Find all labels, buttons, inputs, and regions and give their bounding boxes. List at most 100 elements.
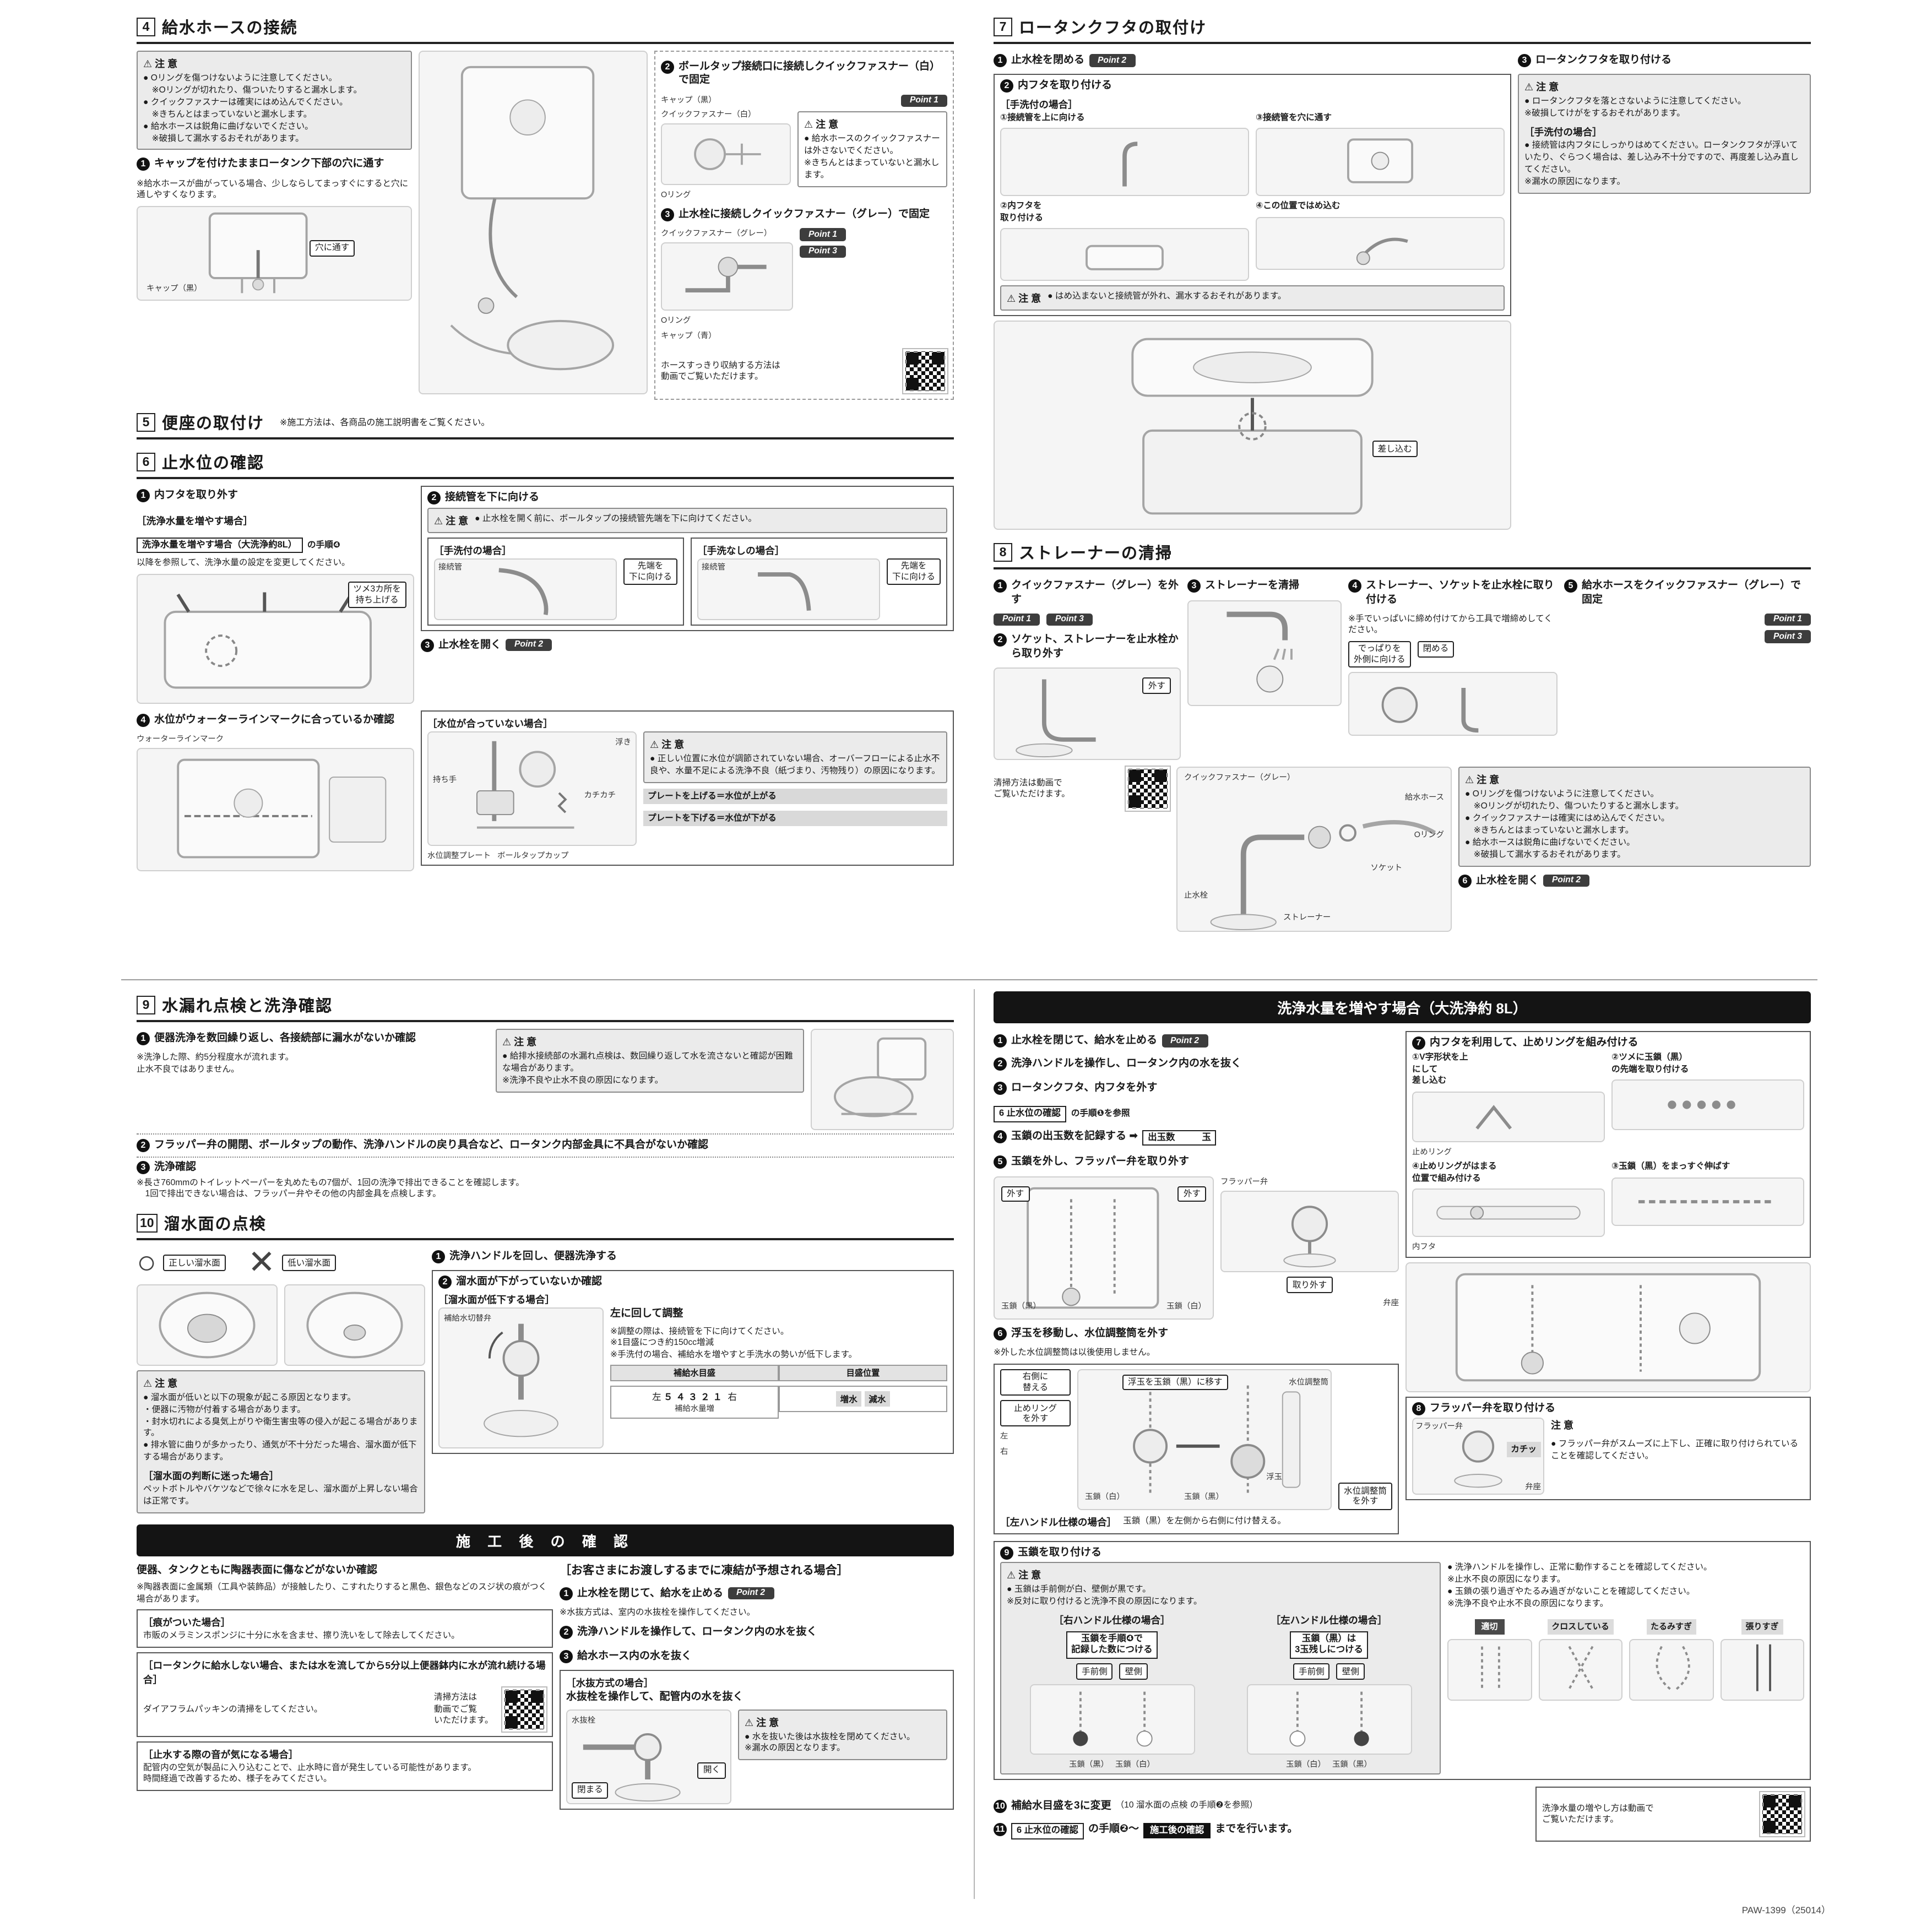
caution-box: ⚠ 注 意 ● 給排水接続部の水漏れ点検は、数回繰り返して水を流さないと確認が困… [496,1029,804,1093]
lid-insert-diagram: 差し込む [994,321,1511,530]
state-tag: クロスしている [1547,1619,1614,1635]
inner-lid-panel: 2 内フタを取り付ける ［手洗付の場合］ ①接続管を上に向ける [994,74,1511,317]
section-number: 9 [137,996,155,1014]
caution-text: ● Oリングを傷つけないように注意してください。 ※Oリングが切れたり、傷ついた… [1465,789,1684,859]
step-2: 2 洗浄ハンドルを操作して、ロータンク内の水を抜く [560,1626,954,1640]
step-number: 4 [1348,579,1361,593]
point-2-badge: Point 2 [1543,874,1590,887]
substep-diagram [1611,1177,1804,1226]
clean-strainer-sketch [1227,611,1293,692]
case-heading: ［手洗付の場合］ [1000,99,1078,110]
section-8-strainer: 8 ストレーナーの清掃 1 クイックファスナー（グレー）を外す Point 1 … [994,541,1811,932]
inner-lid-sketch [164,591,372,688]
step-number: 1 [994,1034,1007,1048]
fastener-white-diagram [661,123,791,186]
step-text: 補給水目盛を3に変更 [1011,1800,1111,1812]
step-2: 2 接続管を下に向ける [427,491,947,505]
substep-sketch [1668,1101,1735,1110]
drain-valve-diagram: 水抜栓 閉まる 開く [566,1709,731,1804]
tank-hose-sketch [450,66,615,371]
label-tag: 取り外す [1287,1277,1333,1293]
case-text: ペットボトルやバケツなどで徐々に水を足し、溜水面が上昇しない場合は正常です。 [143,1484,418,1506]
part-label: 玉鎖（黒） [1069,1759,1109,1769]
step-text: フラッパー弁を取り付ける [1430,1402,1556,1414]
step-number: 1 [560,1587,573,1600]
part-label: フラッパー弁 [1220,1176,1268,1186]
tank-internals-diagram [1405,1262,1811,1392]
step-1: 1 内フタを取り外す [137,489,414,503]
label-tag: 穴に通す [310,240,355,257]
part-label: 玉鎖（黒） [1001,1301,1041,1311]
chain-state-diagram [1720,1638,1804,1701]
step-9: 9 玉鎖を取り付ける [1000,1546,1804,1560]
caution-text: ● 玉鎖は手前側が白、壁側が黒です。 ※反対に取り付けると洗浄不良の原因になりま… [1007,1583,1202,1606]
step-1: 1 止水栓を閉じて、給水を止める Point 2 [560,1587,954,1600]
lid-insert-sketch [1131,338,1374,515]
tank-internals-sketch [1455,1272,1761,1381]
step-number: 3 [560,1649,573,1663]
part-label: 水位調整プレート [427,850,491,860]
part-label: ウォーターラインマーク [137,734,224,744]
case-text: ダイアフラムパッキンの清掃をしてください。 [143,1703,323,1714]
caution-text: ● フラッパー弁がスムーズに上下し、正確に取り付けられていることを確認してくださ… [1551,1438,1799,1461]
step-number: 1 [137,158,150,171]
case-text: 玉鎖（黒）を左側から右側に付け替える。 [1123,1515,1286,1526]
caution-text: ● 給水ホースのクイックファスナーは外さないでください。 ※きちんとはまっていな… [804,133,940,180]
tank-bottom-diagram: 穴に通す キャップ（黒） [137,205,412,301]
water-line-sketch [177,759,387,859]
step-text: 洗浄確認 [154,1161,197,1174]
section-5-seat: 5 便座の取付け ※施工方法は、各商品の施工説明書をご覧ください。 [137,411,954,440]
label-tag: 水位調整筒 を外す [1338,1483,1392,1510]
increase-title: 洗浄水量を増やす場合（大洗浄約 8L） [994,991,1811,1023]
section-header: 10 溜水面の点検 [137,1211,954,1240]
part-label: 内フタ [1412,1241,1436,1252]
chain-attach-panel: 9 玉鎖を取り付ける ⚠ 注 意 ● 玉鎖は手前側が白、壁側が黒です。 ※反対に… [994,1540,1811,1781]
attach-socket-diagram [1348,672,1557,736]
caution-box: ⚠ 注 意 ● 止水栓を開く前に、ボールタップの接続管先端を下に向けてください。 [427,507,947,533]
step-number: 2 [427,491,441,505]
step-text: の手順❷〜 [1088,1823,1139,1836]
step-text: ストレーナー、ソケットを止水栓に取り付ける [1366,579,1554,606]
fastener-gray-diagram [661,242,793,311]
reference-box: 6 止水位の確認 [994,1106,1066,1122]
case-heading: ［洗浄水量を増やす場合］ [137,515,253,527]
caution-title: ⚠ 注 意 [1007,1569,1041,1581]
qr-note: 洗浄水量の増やし方は動画で ご覧いただけます。 [1535,1787,1811,1842]
step-number: 8 [1412,1402,1425,1415]
part-label: キャップ（黒） [146,283,202,294]
section-header: 4 給水ホースの接続 [137,15,954,44]
step-3: 3 洗浄確認 [137,1161,954,1175]
caution-text: ● 水を抜いた後は水抜栓を閉めてください。 ※漏水の原因となります。 [745,1731,915,1753]
step-note: ※水抜方式は、室内の水抜栓を操作してください。 [560,1607,756,1617]
section-4-water-hose: 4 給水ホースの接続 ⚠ 注 意 ● Oリングを傷つけないように注意してください… [137,15,954,400]
step-number: 3 [1187,579,1201,593]
step-note: ※手でいっぱいに締め付けてから工具で増締めしてください。 [1348,613,1553,635]
step-3: 3 ストレーナーを清掃 [1187,579,1342,593]
step-number: 3 [661,208,674,221]
bowl-sketch [159,1291,256,1358]
attach-socket-sketch [1381,687,1479,733]
section-7-tank-lid: 7 ロータンクフタの取付け 1 止水栓を閉める Point 2 2 内フタを取り… [994,15,1811,530]
point-2-badge: Point 2 [1162,1034,1208,1048]
part-label: ソケット [1370,862,1402,873]
step-text: ロータンクフタ、内フタを外す [1011,1081,1158,1094]
inc-label: 増水 [835,1391,862,1407]
step-2: 2 ソケット、ストレーナーを止水栓から取り外す [994,633,1181,661]
qr-code [1125,766,1171,812]
drain-valve-sketch [583,1733,681,1801]
point-1-badge: Point 1 [994,613,1040,626]
substep-sketch [1638,1200,1776,1203]
step-number: 10 [994,1800,1007,1814]
chain-state-sketch [1481,1646,1500,1689]
scale-cell: 左 ５４３２１ 右 補給水量増 [610,1386,779,1419]
section-header: 6 止水位の確認 [137,451,954,480]
step-text: ストレーナーを清掃 [1205,579,1300,592]
section-header: 9 水漏れ点検と洗浄確認 [137,994,954,1022]
part-label: 玉鎖（黒） [1184,1491,1224,1502]
float-move-panel: 右側に 替える 止めリング を外す 左 右 [994,1363,1399,1534]
label-tag: 先端を 下に向ける [887,558,941,585]
part-label: Oリング [1414,829,1444,840]
ng-mark: ✕ [247,1244,276,1281]
bowl-ok-diagram [137,1284,278,1366]
step-number: 4 [137,713,150,727]
